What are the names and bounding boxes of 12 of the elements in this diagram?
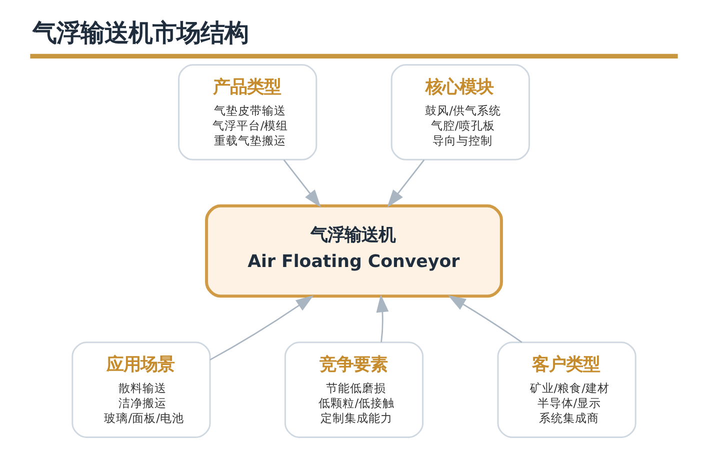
node-box: 气浮输送机 Air Floating Conveyor	[205, 204, 503, 298]
arrow	[210, 295, 314, 360]
arrow	[448, 295, 522, 343]
node-box: 客户类型 矿业/粮食/建材 半导体/显示 系统集成商	[497, 342, 636, 438]
node-box: 应用场景 散料输送 洁净搬运 玻璃/面板/电池	[72, 342, 211, 438]
node-box: 竞争要素 节能低磨损 低颗粒/低接触 定制集成能力	[284, 342, 424, 438]
diagram-title: 气浮输送机市场结构	[32, 18, 249, 47]
arrow	[283, 160, 321, 208]
node-box: 核心模块 鼓风/供气系统 气腔/喷孔板 导向与控制	[390, 64, 530, 160]
node-box: 产品类型 气垫皮带输送 气浮平台/模组 重载气垫搬运	[178, 64, 318, 160]
arrow	[376, 294, 389, 342]
arrow	[387, 160, 425, 208]
